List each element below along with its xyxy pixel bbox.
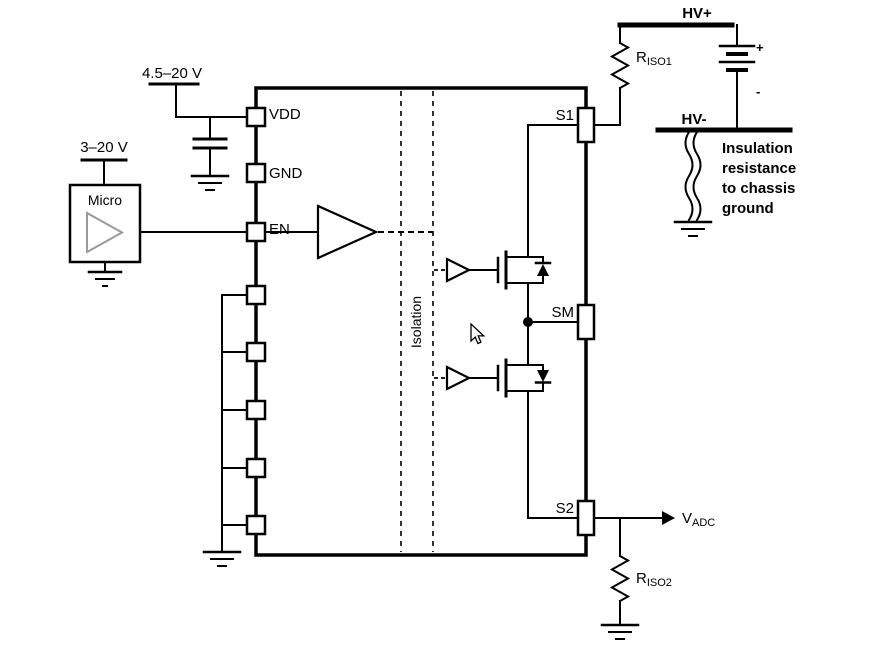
ground-symbol-micro [87,270,123,287]
pin-unlabeled-terminal-2 [245,341,267,363]
body-diode-upper [527,256,552,284]
vdd-supply-label: 4.5–20 V [142,65,202,82]
pin-s1-label: S1 [556,107,574,124]
micro-label: Micro [88,192,122,208]
pin-unlabeled-terminal-1 [245,284,267,306]
gate-driver-lower-triangle [445,365,472,391]
pin-vdd-terminal [245,106,267,128]
insulation-squiggle-left [684,130,694,222]
ground-symbol-pin-bus [202,550,242,567]
en-buffer [264,204,433,260]
vdd-supply-wire [175,83,248,118]
drain-wire-upper [505,124,579,258]
riso2-resistor [609,554,631,603]
isolation-label: Isolation [408,296,424,348]
micro-controller: 3–20 V Micro [68,139,248,287]
riso2-branch: RISO2 [600,517,672,640]
pin-gnd-terminal [245,162,267,184]
ground-symbol-capacitor [190,174,230,191]
left-pin-ground-bus [202,294,248,567]
vadc-symbol: V [682,510,692,527]
riso1-subscript: ISO1 [647,56,672,68]
insulation-note-line3: to chassis [722,180,795,197]
insulation-note-line1: Insulation [722,140,793,157]
insulation-note-line4: ground [722,200,774,217]
hv-plus-label: HV+ [682,5,712,22]
riso1-branch: RISO1 [593,24,672,126]
pin-s1-terminal [576,106,596,144]
diode-arrow [537,264,549,276]
insulation-squiggle-right [692,130,702,222]
source-to-s2-wire [505,390,579,519]
diode-cathode-wire [527,256,544,264]
vadc-label: VADC [682,510,715,529]
ic-right-pins: S1 SM S2 [552,106,596,537]
pin-unlabeled-terminal-3 [245,399,267,421]
pin-s2-terminal [576,499,596,537]
body-diode-lower [527,364,552,392]
mosfet-lower [434,321,579,519]
diode-anode-wire [527,364,544,371]
riso1-to-s1-wire [593,87,621,126]
riso1-resistor [609,41,631,90]
vdd-supply-circuit: 4.5–20 V [142,65,248,191]
diode-arrow [537,370,549,382]
pin-sm-label: SM [552,304,575,321]
diode-cathode-wire [527,382,544,392]
hv-supply: HV+ + - HV- [617,5,793,133]
battery: + - [718,24,764,131]
riso2-label: RISO2 [636,570,672,589]
vadc-output: VADC [593,510,715,529]
pin-unlabeled-terminal-4 [245,457,267,479]
vadc-arrowhead [662,511,675,525]
micro-supply-label: 3–20 V [80,139,128,156]
hv-minus-label: HV- [681,111,706,128]
vadc-subscript: ADC [692,517,715,529]
gate-driver-upper-triangle [445,257,472,283]
ground-symbol-riso2 [600,623,640,640]
pin-unlabeled-terminal-5 [245,514,267,536]
battery-plus-sign: + [756,40,764,55]
isolation-barrier: Isolation [400,91,434,552]
insulation-note-line2: resistance [722,160,796,177]
riso1-symbol: R [636,49,647,66]
insulation-resistance: Insulation resistance to chassis ground [673,130,796,237]
micro-driver-triangle [86,211,125,254]
mouse-cursor [470,322,486,345]
pin-vdd-label: VDD [269,106,301,123]
riso2-subscript: ISO2 [647,577,672,589]
pin-sm-terminal [576,303,596,341]
mosfet-upper [434,124,579,323]
ground-symbol-chassis [673,220,713,237]
pin-en-label: EN [269,221,290,238]
battery-minus-sign: - [756,84,760,99]
insulation-note: Insulation resistance to chassis ground [722,140,796,217]
pin-gnd-label: GND [269,165,303,182]
riso2-symbol: R [636,570,647,587]
pin-s2-label: S2 [556,500,574,517]
pin-en-terminal [245,221,267,243]
riso1-label: RISO1 [636,49,672,68]
ic-block: Isolation VDD GND EN S1 SM S2 [202,86,596,567]
en-buffer-triangle [316,204,379,260]
